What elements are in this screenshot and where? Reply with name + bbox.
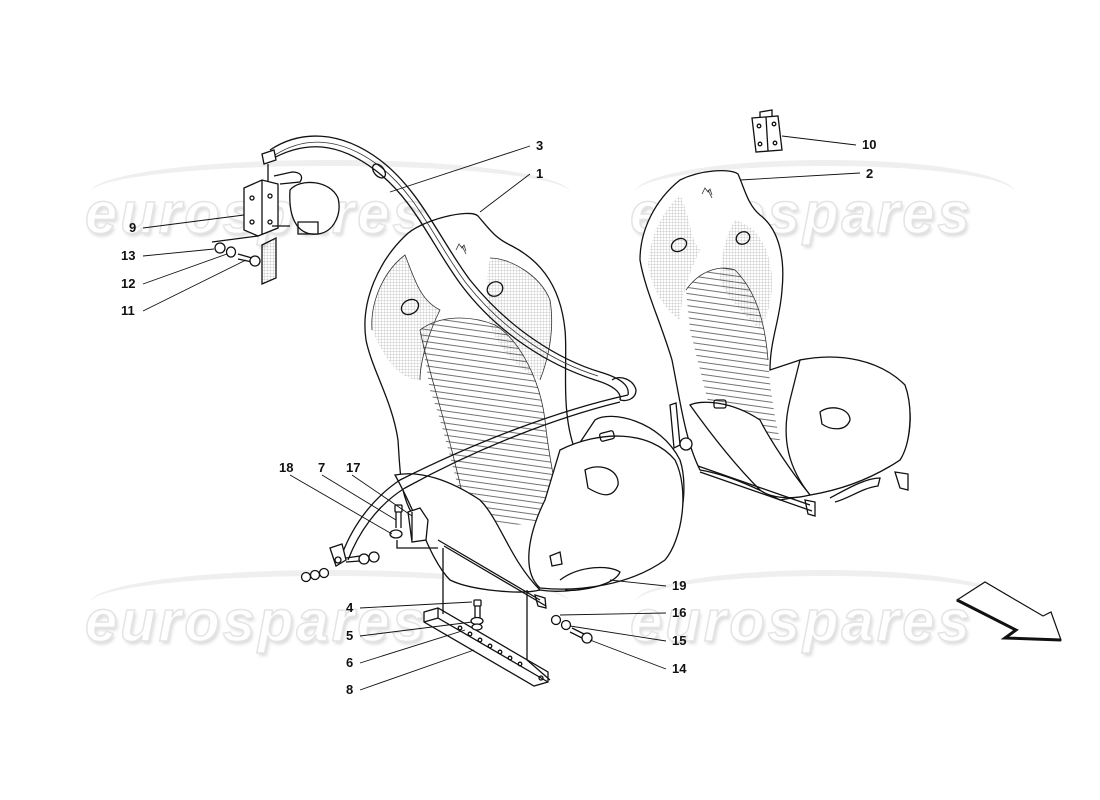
washer-13 (214, 242, 226, 254)
callout-19: 19 (672, 578, 687, 593)
callout-8: 8 (346, 682, 354, 697)
watermark-swoosh (90, 570, 570, 636)
washer-stack (300, 567, 330, 583)
nut-18 (389, 529, 403, 539)
washer-12 (225, 246, 237, 258)
seat-belt (261, 135, 637, 561)
slide-rail-8 (423, 548, 551, 687)
washer-15 (560, 619, 572, 631)
callout-18: 18 (279, 460, 294, 475)
callout-11: 11 (121, 303, 135, 318)
rail-holes (457, 625, 523, 667)
washer-6 (471, 623, 483, 631)
clip-17 (407, 507, 429, 543)
callout-7: 7 (318, 460, 326, 475)
watermark-swoosh (635, 570, 1015, 636)
callout-14: 14 (672, 661, 687, 676)
belt-anchor (329, 543, 380, 567)
callout-1: 1 (536, 166, 544, 181)
callout-16: 16 (672, 605, 687, 620)
bolt-4 (473, 599, 482, 618)
callout-13: 13 (121, 248, 136, 263)
callout-3: 3 (536, 138, 544, 153)
callout-5: 5 (346, 628, 354, 643)
callout-2: 2 (866, 166, 874, 181)
watermark-text: eurospares (629, 588, 973, 655)
callout-12: 12 (121, 276, 136, 291)
seat-main (364, 212, 685, 609)
washer-16 (550, 614, 562, 626)
bracket-9 (211, 179, 290, 243)
callout-10: 10 (862, 137, 877, 152)
bolt-14 (569, 627, 593, 644)
bracket-10 (751, 109, 783, 153)
callout-9: 9 (129, 220, 137, 235)
callout-15: 15 (672, 633, 687, 648)
leader-lines (142, 135, 861, 691)
seat-right (639, 169, 911, 517)
bolt-11 (237, 253, 261, 267)
callout-17: 17 (346, 460, 361, 475)
watermark-swoosh (90, 160, 570, 226)
bolt-7 (394, 504, 403, 528)
callout-6: 6 (346, 655, 354, 670)
watermark-swoosh (635, 160, 1015, 226)
front-direction-arrow-icon (955, 581, 1062, 642)
watermark-text: eurospares (84, 588, 428, 655)
plate (261, 236, 277, 285)
callout-4: 4 (346, 600, 354, 615)
bracket-line (396, 540, 438, 549)
